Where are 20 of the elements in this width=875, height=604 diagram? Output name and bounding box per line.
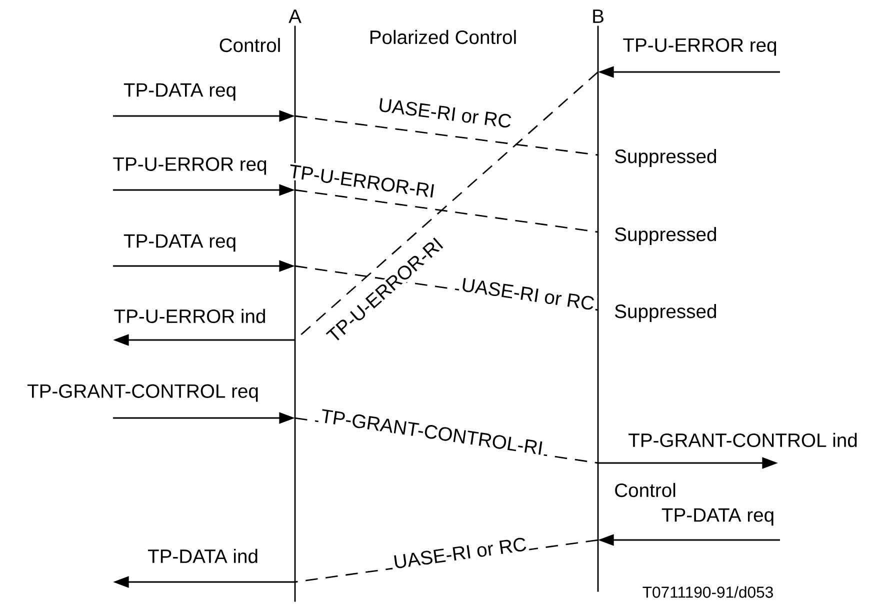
note-text: Polarized Control	[370, 30, 516, 44]
edge-label: TP-U-ERROR ind	[114, 308, 265, 324]
edge-label: TP-U-ERROR req	[113, 157, 266, 175]
message-line	[294, 189, 598, 233]
edge-label: TP-GRANT-CONTROL req	[27, 384, 258, 402]
edge-label: UASE-RI or RC	[390, 535, 530, 571]
message-line	[294, 71, 598, 341]
edge-label: TP-U-ERROR req	[623, 38, 776, 56]
message-line	[294, 115, 598, 156]
edge-label: UASE-RI or RC	[376, 96, 514, 130]
edge-label: TP-DATA ind	[148, 548, 258, 564]
note-text: Suppressed	[615, 149, 716, 167]
edge-label: TP-DATA req	[662, 508, 774, 526]
edge-label: TP-DATA req	[124, 83, 236, 101]
edge-label: TP-DATA req	[124, 234, 236, 252]
figure-code: T0711190-91/d053	[642, 586, 773, 598]
edge-label: TP-GRANT-CONTROL ind	[628, 432, 857, 448]
edge-label: UASE-RI or RC	[458, 276, 598, 312]
note-text: Suppressed	[615, 227, 716, 245]
note-text: Suppressed	[615, 304, 716, 322]
